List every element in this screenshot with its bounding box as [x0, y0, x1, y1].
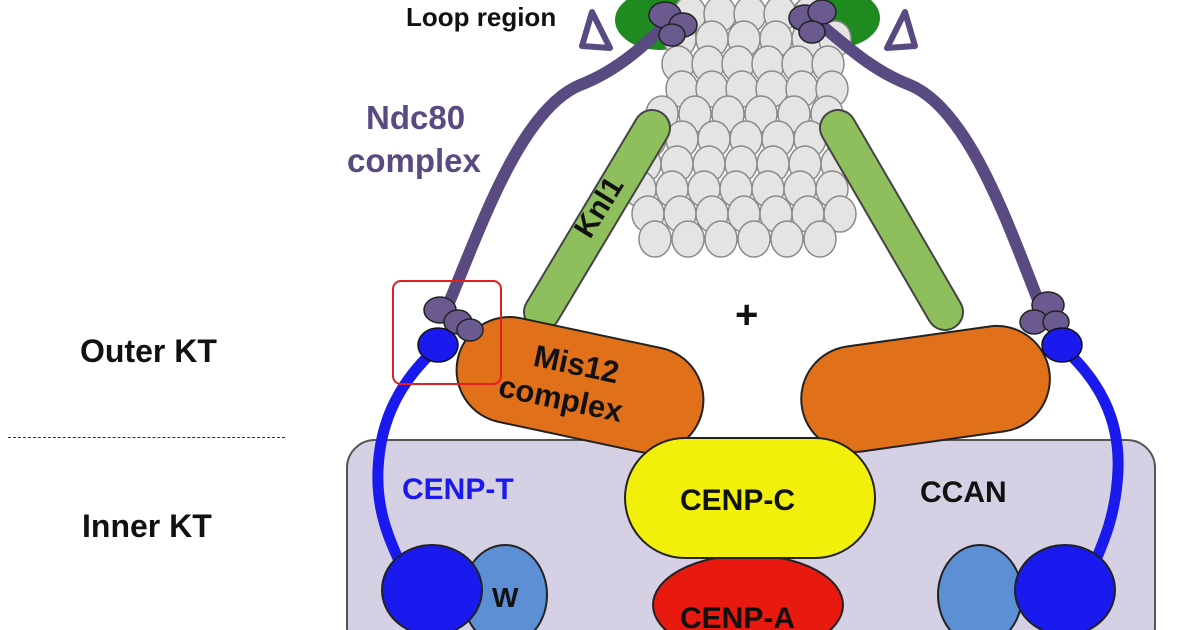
ndc80-stalk-left: [442, 14, 676, 311]
cenp-t-head-right: [1041, 327, 1083, 363]
cenp-t-stalk-right: [1054, 339, 1124, 591]
cenp-t-base-left: [381, 544, 483, 630]
w-label: W: [492, 582, 519, 613]
cenp-t-base-right: [1014, 544, 1116, 630]
plus-sign: +: [735, 293, 758, 337]
ndc80-label-line2: complex: [347, 142, 482, 179]
loop-region-label: Loop region: [406, 2, 556, 32]
mis12-complex-right: [800, 324, 1051, 453]
tubulin-subunit: [803, 220, 837, 258]
cenp-c-shape: [624, 437, 876, 559]
highlight-box: [392, 280, 502, 385]
cenp-a-label: CENP-A: [680, 602, 795, 630]
outer-inner-divider: [8, 437, 285, 438]
knl1-rod-left: [525, 111, 669, 329]
ndc80-heads-bottom: [423, 291, 1070, 342]
loop-region-left: [579, 9, 613, 51]
tubulin-subunit: [737, 220, 771, 258]
tubulin-subunit: [770, 220, 804, 258]
tubulin-subunit: [638, 220, 672, 258]
cenp-t-label: CENP-T: [402, 473, 514, 506]
ccan-label: CCAN: [920, 476, 1007, 509]
ndc80-stalk-right: [809, 14, 1046, 311]
loop-region-right: [884, 9, 918, 51]
ndc80-heads-top: [648, 0, 837, 47]
outer-kt-label: Outer KT: [80, 333, 217, 369]
ndc80-label-line1: Ndc80: [366, 99, 465, 136]
cenp-c-label: CENP-C: [680, 484, 795, 517]
knl1-rod-right: [821, 111, 962, 329]
tubulin-subunit: [704, 220, 738, 258]
cenp-t-head-left: [417, 327, 459, 363]
tubulin-subunit: [823, 195, 857, 233]
mis12-complex-left: [455, 316, 705, 454]
cenp-t-stalk-left: [372, 339, 446, 591]
tubulin-subunit: [671, 220, 705, 258]
inner-kt-label: Inner KT: [82, 508, 212, 544]
